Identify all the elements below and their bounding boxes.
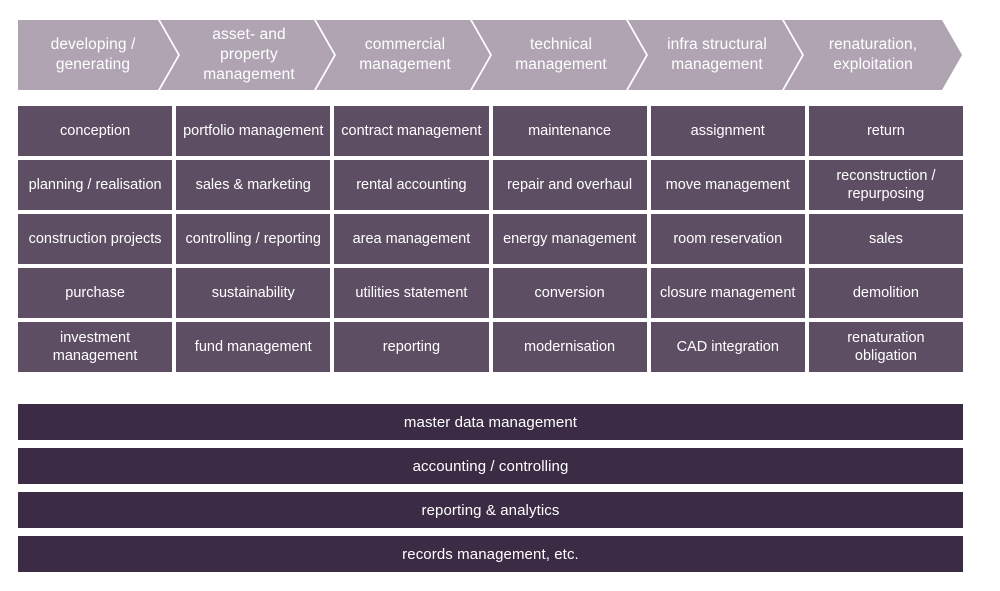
phase-chevron-6[interactable]: renaturation, exploitation	[784, 20, 962, 90]
capability-cell[interactable]: contract management	[334, 106, 489, 156]
capability-cell[interactable]: planning / realisation	[18, 160, 173, 210]
capability-cell[interactable]: fund management	[176, 322, 331, 372]
foundation-bar-stack: master data management accounting / contr…	[18, 404, 963, 572]
capability-cell[interactable]: sales & marketing	[176, 160, 331, 210]
capability-cell[interactable]: sales	[808, 214, 963, 264]
capability-cell[interactable]: reporting	[334, 322, 489, 372]
capability-cell[interactable]: purchase	[18, 268, 173, 318]
capability-cell[interactable]: conversion	[492, 268, 647, 318]
capability-cell[interactable]: investment management	[18, 322, 173, 372]
capability-cell[interactable]: controlling / reporting	[176, 214, 331, 264]
capability-cell[interactable]: closure management	[650, 268, 805, 318]
foundation-bar[interactable]: reporting & analytics	[18, 492, 963, 528]
capability-cell[interactable]: energy management	[492, 214, 647, 264]
phase-chevron-band: developing / generating asset- and proper…	[18, 20, 962, 90]
capability-cell[interactable]: reconstruction / repurposing	[808, 160, 963, 210]
capability-cell[interactable]: modernisation	[492, 322, 647, 372]
capability-cell[interactable]: repair and overhaul	[492, 160, 647, 210]
phase-label: technical management	[515, 36, 607, 73]
capability-cell[interactable]: demolition	[808, 268, 963, 318]
capability-cell[interactable]: construction projects	[18, 214, 173, 264]
phase-chevron-3[interactable]: commercial management	[316, 20, 490, 90]
capability-cell[interactable]: room reservation	[650, 214, 805, 264]
foundation-bar[interactable]: accounting / controlling	[18, 448, 963, 484]
capability-cell[interactable]: rental accounting	[334, 160, 489, 210]
phase-label: asset- and property management	[203, 26, 295, 83]
foundation-bar[interactable]: records management, etc.	[18, 536, 963, 572]
capability-cell[interactable]: conception	[18, 106, 173, 156]
capability-cell[interactable]: move management	[650, 160, 805, 210]
capability-cell[interactable]: assignment	[650, 106, 805, 156]
capability-cell[interactable]: portfolio management	[176, 106, 331, 156]
capability-cell[interactable]: renaturation obligation	[808, 322, 963, 372]
capability-cell[interactable]: sustainability	[176, 268, 331, 318]
phase-label: commercial management	[359, 36, 451, 73]
foundation-bar[interactable]: master data management	[18, 404, 963, 440]
capability-cell[interactable]: maintenance	[492, 106, 647, 156]
phase-chevron-5[interactable]: infra structural management	[628, 20, 802, 90]
phase-chevron-2[interactable]: asset- and property management	[160, 20, 334, 90]
capability-cell[interactable]: CAD integration	[650, 322, 805, 372]
capability-cell[interactable]: area management	[334, 214, 489, 264]
phase-chevron-1[interactable]: developing / generating	[18, 20, 178, 90]
phase-chevron-4[interactable]: technical management	[472, 20, 646, 90]
capability-cell[interactable]: utilities statement	[334, 268, 489, 318]
phase-label: renaturation, exploitation	[828, 36, 918, 73]
capability-cell[interactable]: return	[808, 106, 963, 156]
phase-label: developing / generating	[50, 36, 136, 73]
phase-label: infra structural management	[667, 36, 767, 73]
